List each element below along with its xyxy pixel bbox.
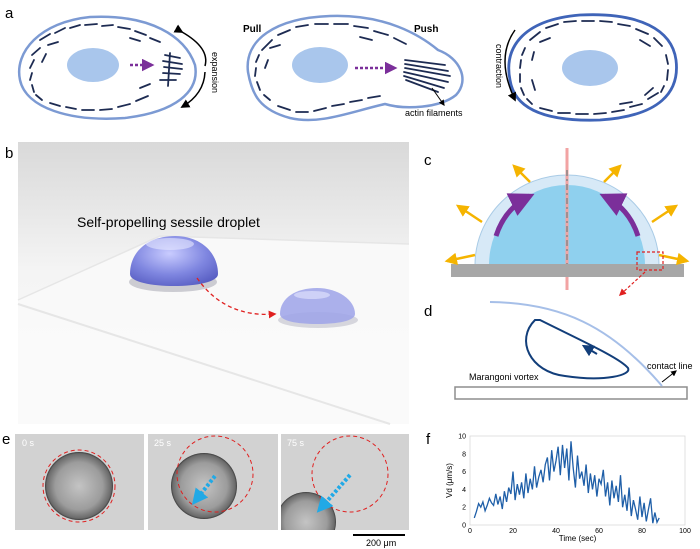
- y-tick-label: 8: [462, 451, 466, 458]
- panel-c: c: [424, 148, 687, 295]
- actin-filaments-label: actin filaments: [405, 108, 463, 118]
- x-tick-label: 60: [595, 528, 603, 535]
- x-tick-label: 0: [468, 528, 472, 535]
- panel-e-label: e: [2, 431, 10, 448]
- panel-d-label: d: [424, 303, 432, 320]
- panel-e: e 0 s 25 s 75 s 200 μm: [2, 431, 409, 549]
- panel-a-label: a: [5, 5, 14, 22]
- panel-b: b Self-propelling sessile droplet: [5, 142, 409, 424]
- frame-label-0s: 0 s: [22, 438, 35, 448]
- plot-frame: [470, 436, 685, 525]
- panel-f-label: f: [426, 431, 431, 448]
- x-tick-label: 20: [509, 528, 517, 535]
- y-tick-label: 2: [462, 505, 466, 512]
- cell-contracting: contraction: [494, 15, 676, 120]
- x-axis-label: Time (sec): [559, 534, 597, 543]
- frame-label-25s: 25 s: [154, 438, 172, 448]
- contact-line-label: contact line: [647, 361, 693, 371]
- panel-b-label: b: [5, 145, 13, 162]
- scale-bar-label: 200 μm: [366, 538, 396, 548]
- x-tick-label: 100: [679, 528, 691, 535]
- y-tick-label: 0: [462, 523, 466, 530]
- expansion-label: expansion: [210, 52, 220, 93]
- frame-label-75s: 75 s: [287, 438, 305, 448]
- panel-d: d Marangoni vortex contact line: [424, 302, 693, 399]
- vortex-label: Marangoni vortex: [469, 372, 539, 382]
- y-tick-label: 6: [462, 469, 466, 476]
- panel-a: a expansion: [5, 5, 676, 120]
- cell-expanding: expansion: [19, 17, 220, 119]
- push-label: Push: [414, 24, 438, 35]
- cell-migrating: Pull Push actin filaments: [243, 16, 463, 120]
- y-tick-label: 4: [462, 487, 466, 494]
- pull-label: Pull: [243, 24, 262, 35]
- contraction-label: contraction: [494, 44, 504, 88]
- y-axis-label: Vd (μm/s): [445, 463, 454, 498]
- y-tick-label: 10: [458, 434, 466, 441]
- x-tick-label: 80: [638, 528, 646, 535]
- droplet-caption: Self-propelling sessile droplet: [77, 214, 260, 230]
- panel-c-label: c: [424, 152, 432, 169]
- series-line: [474, 441, 659, 523]
